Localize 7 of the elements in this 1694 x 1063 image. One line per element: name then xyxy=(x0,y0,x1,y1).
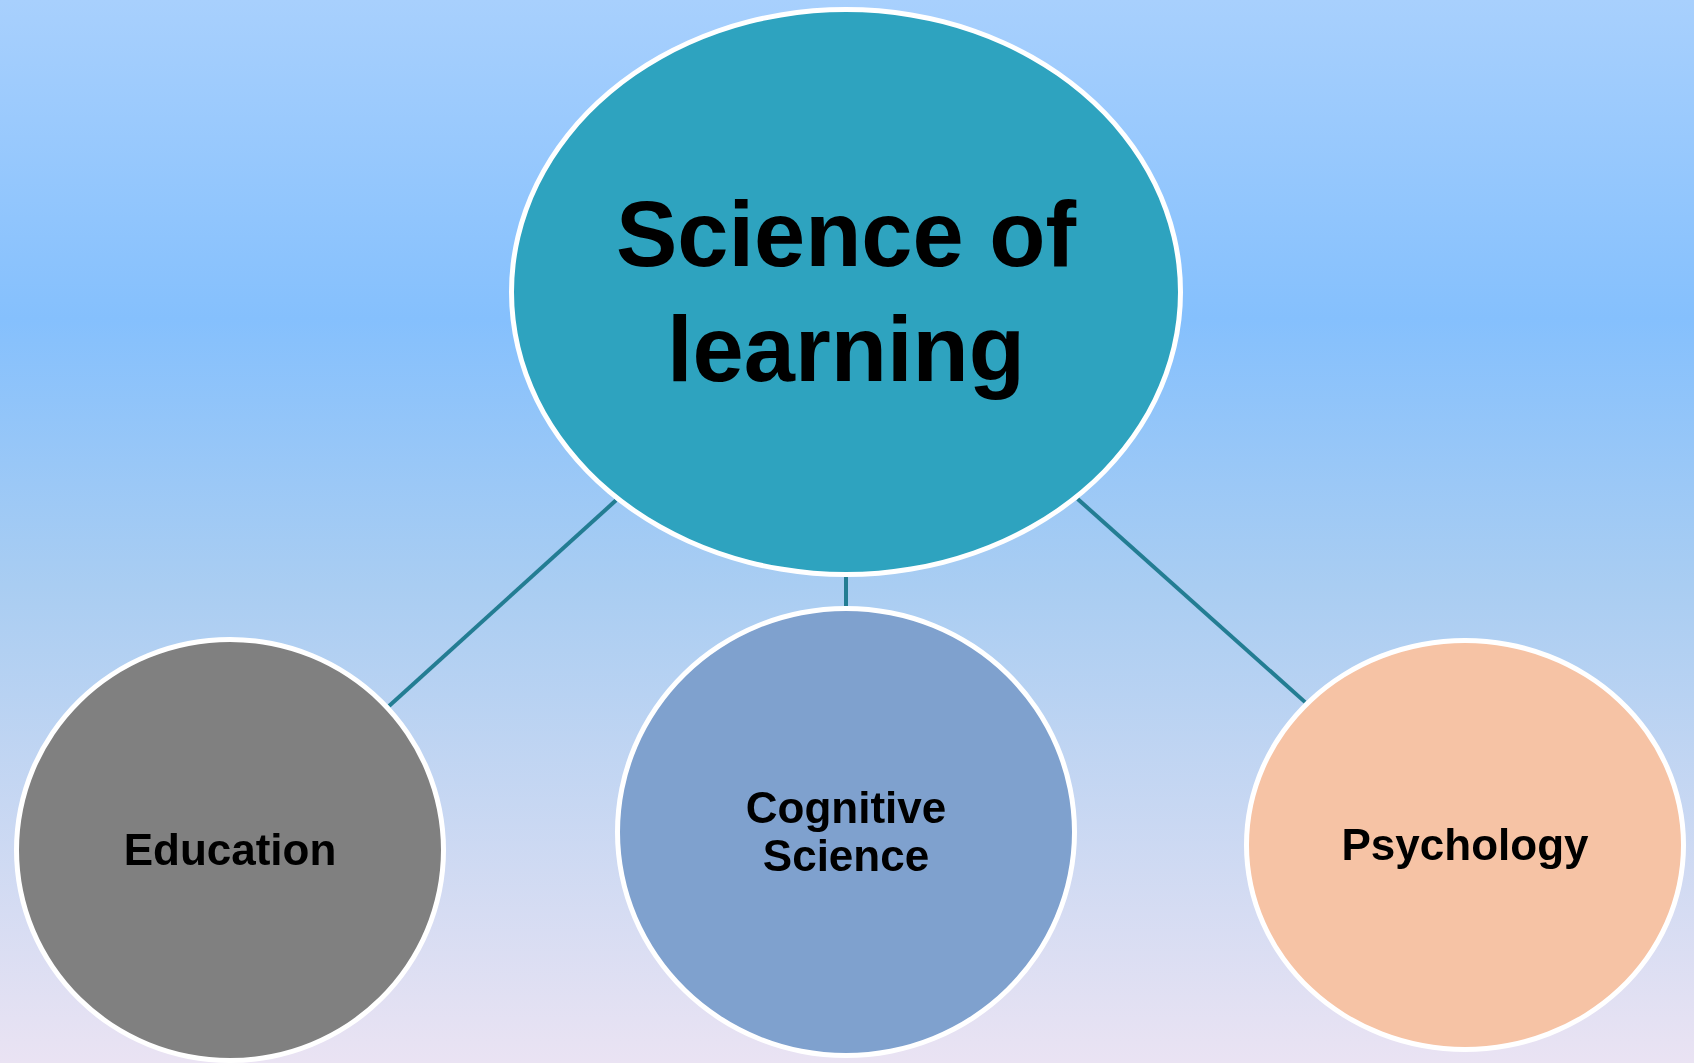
node-label: Science of learning xyxy=(614,182,1078,402)
connector-line xyxy=(387,498,618,708)
node-label: Education xyxy=(123,825,337,875)
node-label: Cognitive Science xyxy=(744,783,948,881)
connector-line xyxy=(1076,497,1307,704)
connector-line xyxy=(844,577,848,606)
node-label: Psychology xyxy=(1341,820,1589,870)
